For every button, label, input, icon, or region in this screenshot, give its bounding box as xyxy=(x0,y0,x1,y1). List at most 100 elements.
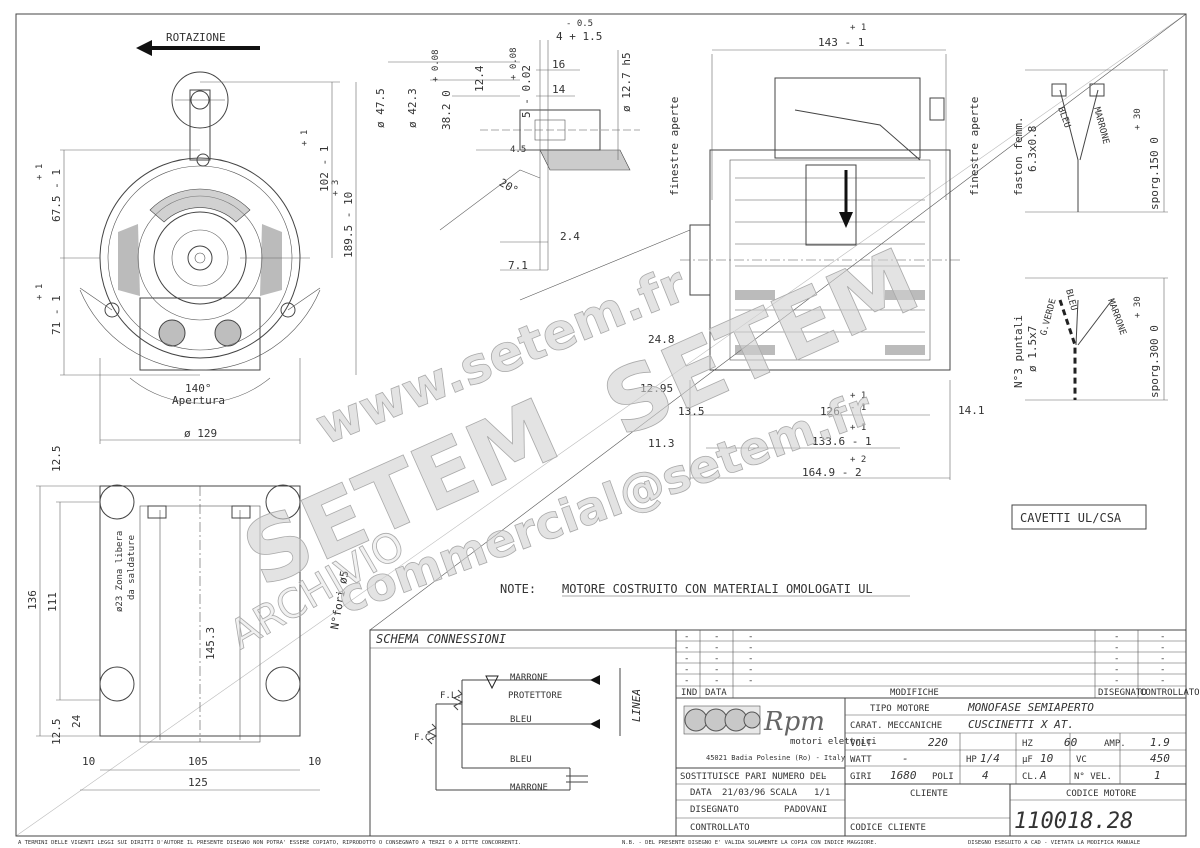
dim-label: + 1 xyxy=(850,391,866,401)
front-view xyxy=(60,71,357,444)
dim-label: + 1 xyxy=(850,423,866,433)
mod-header: CONTROLLATO xyxy=(1140,688,1200,698)
spec-value: 1/4 xyxy=(980,752,1000,765)
schema-title: SCHEMA CONNESSIONI xyxy=(376,632,506,646)
scala-value: 1/1 xyxy=(814,788,830,798)
mod-cell: - xyxy=(748,654,753,664)
dim-label: 102 - 1 xyxy=(318,146,331,192)
mod-cell: - xyxy=(748,632,753,642)
dim-label: 133.6 - 1 xyxy=(812,435,872,448)
disegnato-value: PADOVANI xyxy=(784,805,827,815)
spec-label: VC xyxy=(1076,755,1087,765)
codice-cliente-label: CODICE CLIENTE xyxy=(850,823,926,833)
mod-cell: - xyxy=(1114,665,1119,675)
dim-label: 143 - 1 xyxy=(818,36,864,49)
shaft-detail xyxy=(388,40,691,301)
dim-label: + 1 xyxy=(35,284,45,300)
mod-cell: - xyxy=(684,643,689,653)
spec-value: 1680 xyxy=(890,769,917,782)
spec-value: A xyxy=(1039,769,1047,782)
mod-cell: - xyxy=(714,654,719,664)
spec-value: 60 xyxy=(1064,736,1078,749)
mod-cell: - xyxy=(1114,654,1119,664)
dim-label: ø 47.5 xyxy=(374,88,387,128)
cable-wire-label: BLEU xyxy=(1055,106,1072,130)
schema-label: F.L. xyxy=(440,691,462,701)
side-view xyxy=(680,49,960,480)
dim-label: 105 xyxy=(188,755,208,768)
dim-label: 71 - 1 xyxy=(50,295,63,335)
dim-label: 13.5 xyxy=(678,405,705,418)
connection-schema: SCHEMA CONNESSIONI MARRONE PROTETTORE BL… xyxy=(369,629,677,837)
cable-detail-bottom: N°3 puntali ø 1.5x7 G.VERDE BLEU MARRONE… xyxy=(1012,277,1168,401)
carat-value: CUSCINETTI X AT. xyxy=(968,718,1074,731)
data-label: DATA xyxy=(690,788,712,798)
dim-label: ø 12.7 h5 xyxy=(620,52,633,112)
dim-label: 4 + 1.5 xyxy=(556,30,602,43)
schema-label: MARRONE xyxy=(510,783,548,793)
schema-label: F.C. xyxy=(414,733,436,743)
disegnato-label: DISEGNATO xyxy=(690,805,739,815)
spec-value: - xyxy=(902,752,909,765)
tipo-motore-value: MONOFASE SEMIAPERTO xyxy=(967,701,1094,714)
dim-label: 10 xyxy=(82,755,95,768)
tipo-motore-label: TIPO MOTORE xyxy=(870,704,930,714)
rotation-label: ROTAZIONE xyxy=(166,31,226,44)
dim-label: 20° xyxy=(497,176,521,197)
mod-cell: - xyxy=(714,632,719,642)
spec-label: WATT xyxy=(850,755,872,765)
side-view-dims: + 1 143 - 1 24.8 12.95 13.5 126 + 1 - 1 … xyxy=(640,23,985,479)
note-label: NOTE: xyxy=(500,582,536,596)
shaft-detail-dims: - 0.5 4 + 1.5 16 14 + 0.08 5 - 0.02 12.4… xyxy=(374,19,681,272)
carat-label: CARAT. MECCANICHE xyxy=(850,721,942,731)
cliente-label: CLIENTE xyxy=(910,789,948,799)
company-logo xyxy=(683,705,761,735)
dim-label: + 0.08 xyxy=(509,47,519,80)
solder-note: ø23 Zona libera xyxy=(115,531,125,612)
schema-label: LINEA xyxy=(630,689,643,722)
spec-value: 1.9 xyxy=(1150,736,1170,749)
bottom-view xyxy=(36,484,320,791)
dim-label: + 1 xyxy=(850,23,866,33)
dim-label: + 3 xyxy=(331,180,341,196)
mod-header: DISEGNATO xyxy=(1098,688,1147,698)
cable-length: sporg.300 0 xyxy=(1148,325,1161,398)
spec-value: 220 xyxy=(928,736,948,749)
solder-note: da saldature xyxy=(127,535,137,600)
mod-header: MODIFICHE xyxy=(890,688,939,698)
mod-cell: - xyxy=(1160,676,1165,686)
dim-label: - 0.5 xyxy=(566,19,593,29)
mod-header: IND xyxy=(681,688,697,698)
mod-cell: - xyxy=(1160,665,1165,675)
mod-cell: - xyxy=(714,665,719,675)
title-block: IND DATA MODIFICHE DISEGNATO CONTROLLATO… xyxy=(675,629,1200,837)
mod-cell: - xyxy=(748,676,753,686)
cables-box xyxy=(1011,504,1147,530)
diagonal-cancel-line-2 xyxy=(15,13,1187,837)
dim-label: + 1 xyxy=(35,164,45,180)
codice-motore-label: CODICE MOTORE xyxy=(1066,789,1136,799)
mod-cell: - xyxy=(714,676,719,686)
dim-label: 111 xyxy=(46,592,59,612)
dim-label: 16 xyxy=(552,58,565,71)
spec-label: CL. xyxy=(1022,772,1038,782)
spec-value: 10 xyxy=(1040,752,1054,765)
cable-detail-top: faston femm. 6.3x0.8 BLEU MARRONE + 30 s… xyxy=(1012,69,1168,213)
cable-connector-label: faston femm. xyxy=(1012,117,1025,196)
dim-label: + 0.08 xyxy=(431,49,441,82)
sostituisce-value: - xyxy=(822,772,827,782)
dim-label: 140° xyxy=(185,382,212,395)
dim-label: 164.9 - 2 xyxy=(802,466,862,479)
dim-label: 126 xyxy=(820,405,840,418)
company-subtitle: motori elettrici xyxy=(790,737,877,747)
dim-label: 24.8 xyxy=(648,333,675,346)
cable-wire-label: BLEU xyxy=(1063,288,1078,312)
dim-label: 67.5 - 1 xyxy=(50,169,63,222)
mod-cell: - xyxy=(748,665,753,675)
dim-label: 38.2 0 xyxy=(440,90,453,130)
mod-cell: - xyxy=(1114,676,1119,686)
controllato-label: CONTROLLATO xyxy=(690,823,750,833)
mod-cell: - xyxy=(748,643,753,653)
spec-value: 4 xyxy=(982,769,989,782)
